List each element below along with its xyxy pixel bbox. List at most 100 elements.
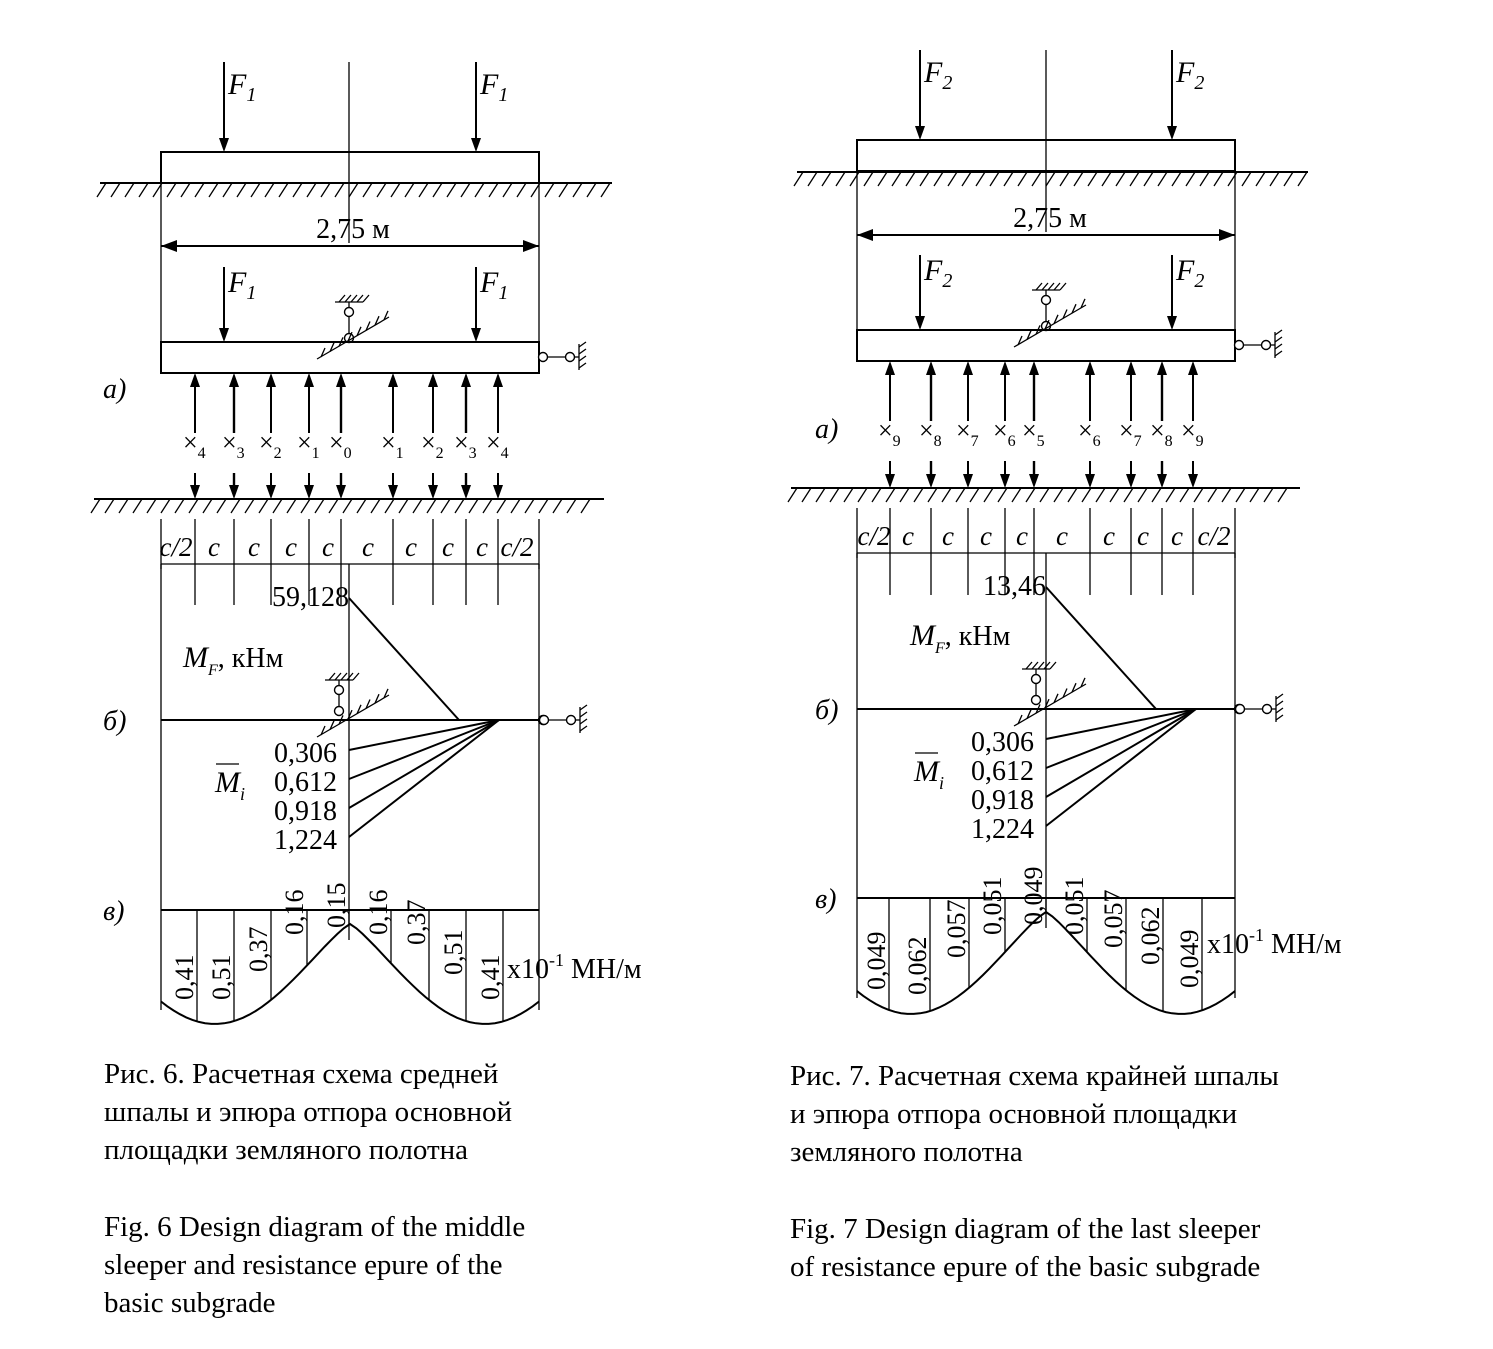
spacing-label: c [208,532,220,562]
hatch-stroke [1073,171,1084,187]
spring-label: ×2 [421,428,444,462]
support-hatch [1053,282,1061,291]
support-hatch [1049,661,1057,670]
reaction-value: 0,41 [170,955,199,1001]
arrow-head [461,373,471,387]
spacing-label: c [248,532,260,562]
hatch-stroke [572,182,583,198]
restraint-hatch [383,688,389,699]
hatch-stroke [1143,171,1154,187]
reaction-arrow-up [336,373,346,433]
caption-line: Рис. 7. Расчетная схема крайней шпалы [790,1060,1279,1092]
hatch-stroke [1011,487,1022,503]
hatch-stroke [891,171,902,187]
unit-moment-value: 0,612 [274,767,337,798]
scheme-label-v: в) [103,896,124,927]
figure-6-caption-en: Fig. 6 Design diagram of the middle slee… [104,1208,525,1322]
unit-moment-line [1045,708,1197,740]
hatch-stroke [524,498,535,514]
spacing-label: c [1103,521,1115,551]
support-hatch [1025,661,1033,670]
restraint-hatch [329,342,335,352]
rotation-restraint [316,310,390,360]
spring-label: ×6 [993,416,1016,450]
moment-label: MF, кНм [182,641,284,679]
support-hatch [338,294,346,303]
support-hatch [340,672,348,681]
moment-value: 59,128 [272,582,349,613]
support-hinge [1030,673,1042,685]
arrow-head [926,361,936,375]
hatch-stroke [1165,487,1176,503]
support-hinge [1261,703,1273,715]
spring-label: ×2 [259,428,282,462]
restraint-hatch [329,720,335,730]
hatch-stroke [1067,487,1078,503]
rotation-restraint [1013,677,1087,727]
restraint-hatch [365,321,371,331]
restraint-line [316,694,390,738]
hatch-stroke [1053,487,1064,503]
arrow-head [1167,316,1177,330]
arrow-head [471,138,481,152]
hatch-stroke [927,487,938,503]
hatch-stroke [272,498,283,514]
reaction-arrow-up [1085,361,1095,421]
hatch-stroke [370,498,381,514]
hatch-stroke [1263,487,1274,503]
ground-hatch-top [793,171,1308,187]
hatch-stroke [482,498,493,514]
restraint-hatch [365,699,371,709]
scheme-label-b: б) [103,706,126,737]
reaction-unit: x10-1 МН/м [1207,925,1342,960]
hatch-stroke [138,182,149,198]
unit-moment-line [1045,708,1197,827]
hatch-stroke [516,182,527,198]
ground-hatch-subgrade [90,498,604,514]
caption-line: площадки земляного полотна [104,1134,469,1166]
hatch-stroke [1171,171,1182,187]
caption-line: Fig. 6 Design diagram of the middle [104,1211,526,1243]
support-hatch [344,294,352,303]
support-hatch [328,672,336,681]
hatch-stroke [1115,171,1126,187]
spring-label: ×9 [878,416,901,450]
restraint-hatch [1017,335,1023,346]
hatch-stroke [941,487,952,503]
spacing-label: c [362,532,374,562]
arrow-head [1000,361,1010,375]
restraint-hatch [320,347,326,358]
hatch-stroke [474,182,485,198]
hatch-stroke [1241,171,1252,187]
support-hatch [362,294,370,303]
caption-line: Fig. 7 Design diagram of the last sleepe… [790,1213,1261,1245]
hatch-stroke [1297,171,1308,187]
hatch-stroke [194,182,205,198]
hatch-stroke [208,182,219,198]
reaction-arrow-down [885,461,895,488]
restraint-hatch [1071,303,1077,314]
moment-label: MF, кНм [909,619,1011,657]
reaction-arrow-down [461,473,471,499]
hatch-stroke [580,498,591,514]
hatch-stroke [250,182,261,198]
spacing-label: c [902,521,914,551]
arrow-head [471,328,481,342]
hatch-stroke [118,498,129,514]
hatch-stroke [222,182,233,198]
reaction-value: 0,049 [1019,867,1048,926]
restraint-hatch [1044,319,1050,330]
arrow-head [1000,474,1010,488]
spring-label: ×7 [1119,416,1142,450]
hatch-stroke [1003,171,1014,187]
hatch-stroke [356,498,367,514]
unit-moment-line [348,719,500,838]
hatch-stroke [124,182,135,198]
support-hatch [1047,282,1055,291]
restraint-hatch [1053,693,1059,704]
force-label: F2 [1175,254,1204,292]
hatch-stroke [877,171,888,187]
hatch-stroke [1235,487,1246,503]
sleeper-scheme [856,329,1236,362]
